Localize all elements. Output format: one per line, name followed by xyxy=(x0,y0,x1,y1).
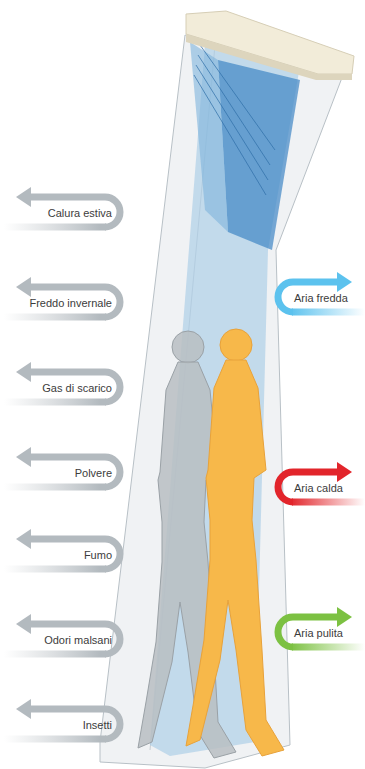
arrow-head xyxy=(16,699,31,719)
arrow-head xyxy=(337,272,352,292)
arrow-head xyxy=(16,529,31,549)
label: Aria pulita xyxy=(294,626,343,640)
label: Insetti xyxy=(83,718,112,732)
label: Polvere xyxy=(75,466,112,480)
arrow-tail xyxy=(292,644,365,651)
arrow-head xyxy=(337,607,352,627)
label: Aria calda xyxy=(294,481,343,495)
arrow-tail xyxy=(4,736,106,743)
arrow-head xyxy=(16,447,31,467)
arrow-bend xyxy=(30,287,120,317)
arrow-bend xyxy=(30,709,120,739)
arrow-tail xyxy=(4,651,106,658)
unit-underside xyxy=(186,34,352,80)
arrow-bend xyxy=(30,197,120,227)
person xyxy=(186,329,284,756)
air-jet xyxy=(190,42,228,232)
outlet-louvres xyxy=(194,45,275,195)
label: Freddo invernale xyxy=(29,296,112,310)
flow-arrows xyxy=(4,187,365,739)
label: Aria fredda xyxy=(294,291,348,305)
label: Gas di scarico xyxy=(42,381,112,395)
label: Fumo xyxy=(84,548,112,562)
arrow-tail xyxy=(4,224,106,231)
arrow-bend xyxy=(30,457,120,487)
air-jet xyxy=(218,60,300,250)
arrow-tail xyxy=(292,499,365,506)
arrow-tail xyxy=(4,399,106,406)
arrow-head xyxy=(16,187,31,207)
arrow-bend xyxy=(30,624,120,654)
curtain-envelope xyxy=(100,35,348,768)
arrow-head xyxy=(16,362,31,382)
arrow-tail xyxy=(4,484,106,491)
arrow-tail xyxy=(4,314,106,321)
label: Calura estiva xyxy=(48,206,112,220)
arrow-head xyxy=(16,614,31,634)
arrow-tail xyxy=(4,566,106,573)
label: Odori malsani xyxy=(44,633,112,647)
arrow-bend xyxy=(30,372,120,402)
arrow-head xyxy=(16,277,31,297)
arrow-head xyxy=(337,462,352,482)
arrow-tail xyxy=(292,309,365,316)
arrow-bend xyxy=(30,539,120,569)
